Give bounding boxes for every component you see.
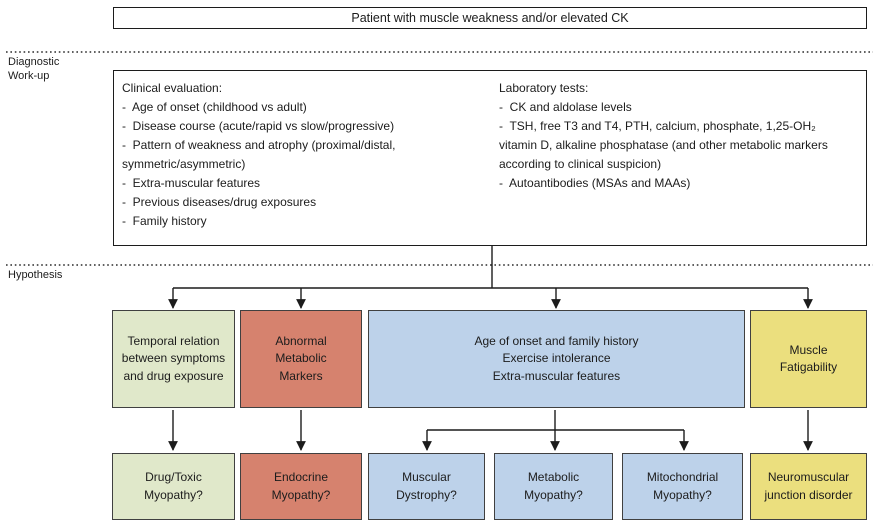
hypothesis-box-muscle-fatigability: Muscle Fatigability <box>750 310 867 408</box>
patient-box: Patient with muscle weakness and/or elev… <box>113 7 867 29</box>
outcome-box-muscular-dystrophy: Muscular Dystrophy? <box>368 453 485 520</box>
clinical-item: - Disease course (acute/rapid vs slow/pr… <box>122 119 395 133</box>
clinical-item: - Family history <box>122 214 207 228</box>
hypothesis-box-abnormal-metabolic-markers: Abnormal Metabolic Markers <box>240 310 362 408</box>
clinical-heading: Clinical evaluation: <box>122 81 223 95</box>
clinical-item: - Pattern of weakness and atrophy (proxi… <box>122 138 399 171</box>
laboratory-heading: Laboratory tests: <box>499 81 589 95</box>
hypothesis-box-onset-exercise-extramuscular: Age of onset and family history Exercise… <box>368 310 745 408</box>
laboratory-tests-column: Laboratory tests: - CK and aldolase leve… <box>499 79 844 193</box>
laboratory-item: - TSH, free T3 and T4, PTH, calcium, pho… <box>499 119 832 171</box>
outcome-box-endocrine-myopathy: Endocrine Myopathy? <box>240 453 362 520</box>
clinical-item: - Extra-muscular features <box>122 176 261 190</box>
workup-box: Clinical evaluation: - Age of onset (chi… <box>113 70 867 246</box>
outcome-box-mitochondrial-myopathy: Mitochondrial Myopathy? <box>622 453 743 520</box>
outcome-box-neuromuscular-junction-disorder: Neuromuscular junction disorder <box>750 453 867 520</box>
hypothesis-box-temporal-drug-exposure: Temporal relation between symptoms and d… <box>112 310 235 408</box>
laboratory-item: - Autoantibodies (MSAs and MAAs) <box>499 176 691 190</box>
workup-branch-rail <box>173 246 808 289</box>
clinical-evaluation-column: Clinical evaluation: - Age of onset (chi… <box>122 79 430 231</box>
outcome-box-drug-toxic-myopathy: Drug/Toxic Myopathy? <box>112 453 235 520</box>
hypothesis-label: Hypothesis <box>8 269 63 281</box>
diagnostic-workup-label: Diagnostic Work-up <box>8 56 60 82</box>
clinical-item: - Previous diseases/drug exposures <box>122 195 317 209</box>
patient-box-label: Patient with muscle weakness and/or elev… <box>351 11 629 25</box>
outcome-box-metabolic-myopathy: Metabolic Myopathy? <box>494 453 613 520</box>
laboratory-item: - CK and aldolase levels <box>499 100 632 114</box>
blue-branch-rail <box>427 410 684 431</box>
clinical-item: - Age of onset (childhood vs adult) <box>122 100 307 114</box>
